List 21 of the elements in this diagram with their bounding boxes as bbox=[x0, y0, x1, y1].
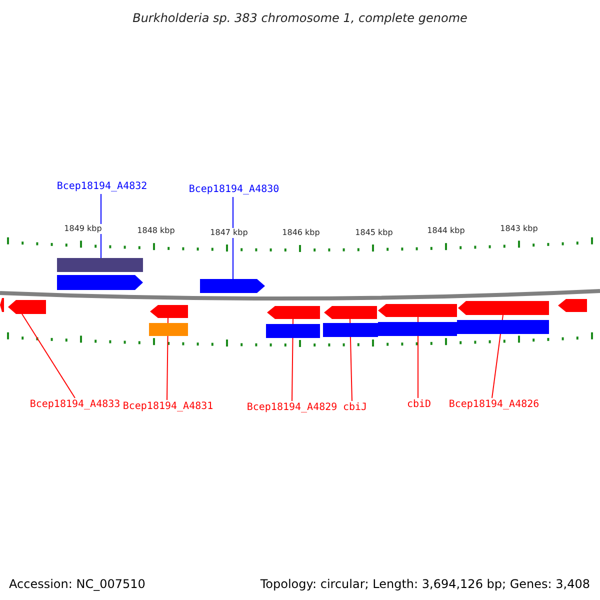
genome-summary: Topology: circular; Length: 3,694,126 bp; Genes: 3,408 bbox=[260, 576, 590, 593]
scale-label: 1846 kbp bbox=[282, 228, 320, 238]
scale-label: 1848 kbp bbox=[137, 226, 175, 236]
leader-line bbox=[232, 196, 234, 280]
title: Burkholderia sp. 383 chromosome 1, complete genome bbox=[132, 10, 468, 27]
gene-label: Bcep18194_A4831 bbox=[122, 400, 214, 414]
leader-line bbox=[100, 194, 102, 258]
gene-label: Bcep18194_A4829 bbox=[246, 401, 338, 415]
gene-label: cbiD bbox=[406, 398, 432, 412]
gene-label: Bcep18194_A4826 bbox=[448, 398, 540, 412]
gene-label: Bcep18194_A4830 bbox=[188, 183, 280, 197]
gene-label: Bcep18194_A4833 bbox=[29, 398, 121, 412]
scale-label: 1843 kbp bbox=[500, 224, 538, 234]
scale-label: 1844 kbp bbox=[427, 226, 465, 236]
scale-label: 1845 kbp bbox=[355, 228, 393, 238]
leader-line bbox=[22, 314, 76, 398]
accession-note: Accession: NC_007510 bbox=[9, 576, 146, 593]
gene-label: cbiJ bbox=[343, 401, 367, 415]
scale-label: 1849 kbp bbox=[64, 224, 102, 234]
scale-label: 1847 kbp bbox=[210, 228, 248, 238]
gene-label: Bcep18194_A4832 bbox=[56, 180, 148, 194]
